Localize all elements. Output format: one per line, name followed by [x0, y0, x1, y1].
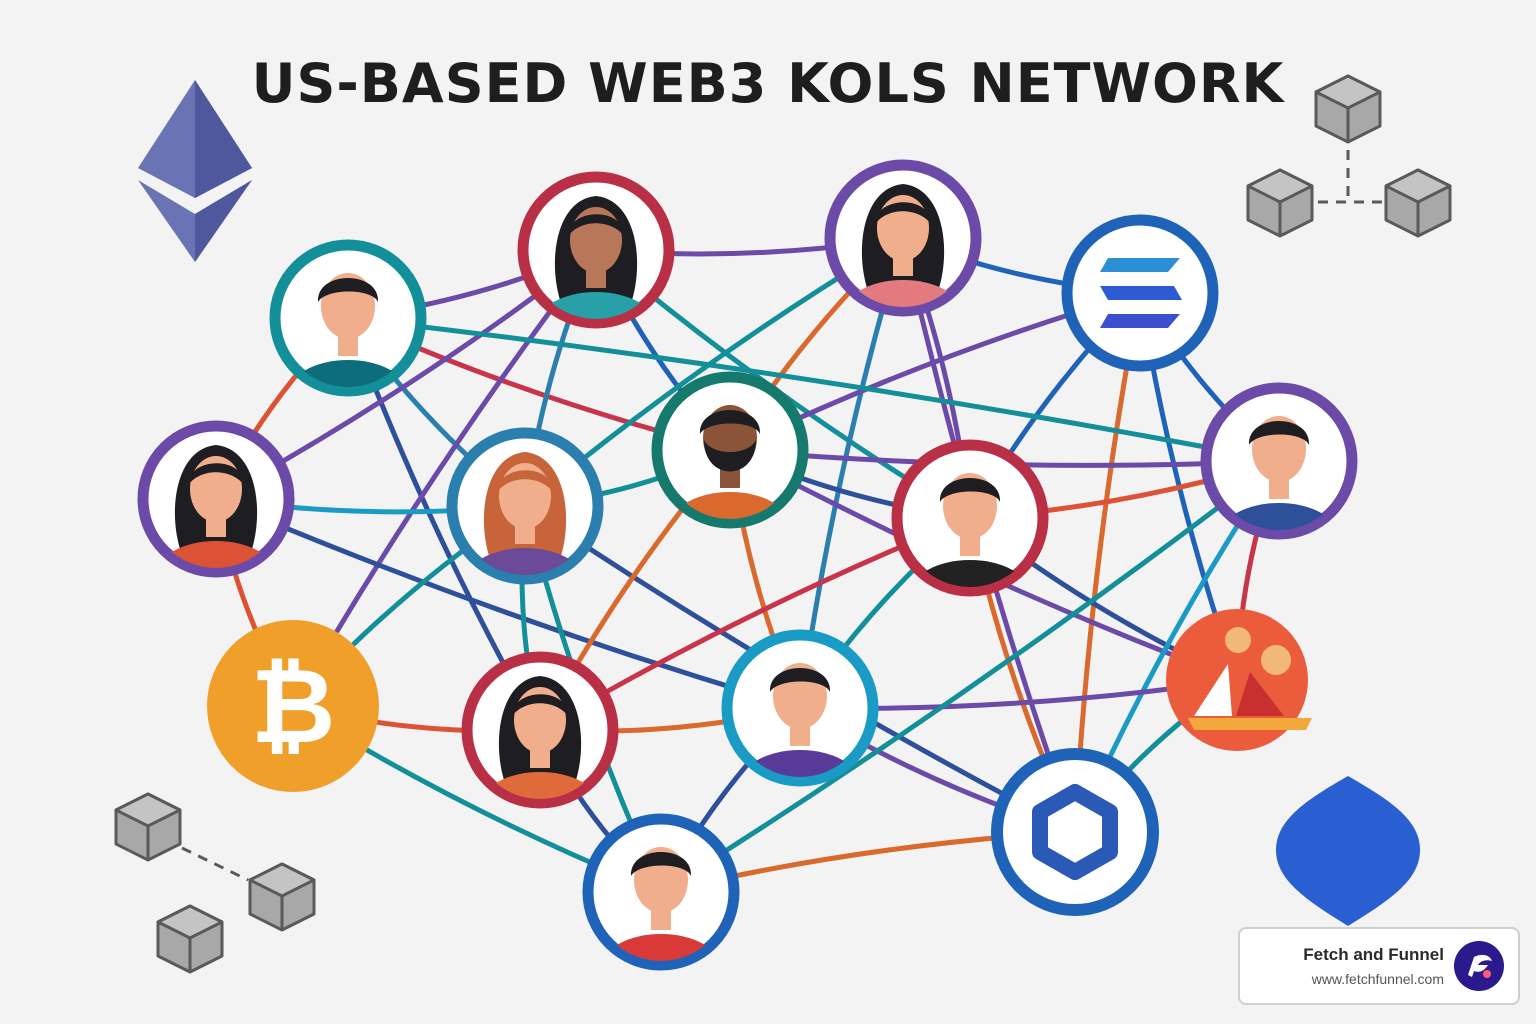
kol-avatar-node[interactable] [891, 439, 1049, 628]
chainlink-node[interactable] [991, 748, 1159, 916]
brand-url[interactable]: www.fetchfunnel.com [1311, 971, 1444, 987]
decentraland-icon [1188, 627, 1312, 730]
fetchfunnel-logo-icon [1454, 941, 1504, 991]
kol-avatar-node[interactable] [269, 239, 427, 428]
solana-node[interactable] [1061, 214, 1219, 372]
decentraland-node[interactable] [1166, 609, 1312, 751]
kol-avatar-node[interactable] [137, 420, 295, 609]
blue-blob-icon [1276, 776, 1420, 926]
ethereum-icon [138, 80, 252, 262]
kol-avatar-node[interactable] [446, 427, 604, 616]
kol-avatar-node[interactable] [582, 813, 740, 1002]
blockchain-cubes-icon [1246, 74, 1452, 238]
kol-avatar-node[interactable] [517, 171, 675, 360]
chainlink-icon [1032, 784, 1118, 880]
bitcoin-node[interactable]: ₿ [207, 620, 379, 792]
kol-avatar-node[interactable] [1200, 382, 1358, 571]
kol-avatar-node[interactable] [461, 651, 619, 840]
solana-icon [1100, 258, 1182, 328]
kol-avatar-node[interactable] [651, 371, 809, 560]
network-edge [658, 458, 1282, 895]
bitcoin-icon: ₿ [251, 645, 336, 767]
blockchain-cubes-icon [114, 792, 316, 974]
diagram-title: US-BASED WEB3 KOLS NETWORK [251, 52, 1285, 115]
brand-name: Fetch and Funnel [1303, 945, 1444, 964]
brand-card[interactable]: Fetch and Funnel www.fetchfunnel.com [1238, 927, 1520, 1005]
kol-avatar-node[interactable] [721, 629, 879, 818]
kol-avatar-node[interactable] [824, 159, 982, 348]
network-edge [345, 315, 1282, 464]
network-edge [213, 496, 803, 711]
